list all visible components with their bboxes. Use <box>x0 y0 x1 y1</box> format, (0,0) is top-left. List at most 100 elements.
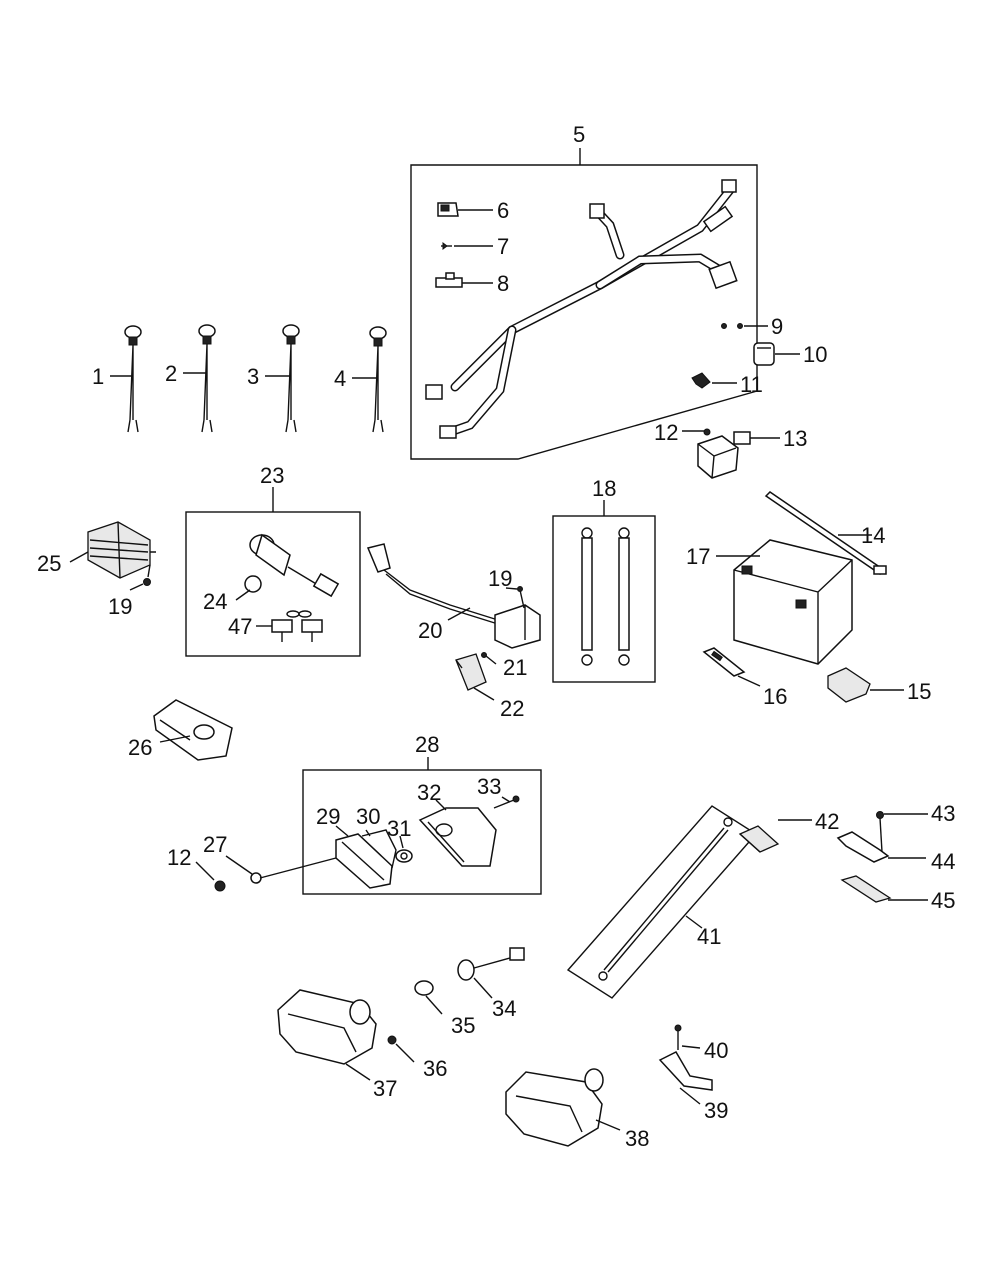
callout-27: 27 <box>203 832 227 857</box>
part-27-washer <box>250 872 262 884</box>
part-25-voltage-regulator <box>87 521 156 579</box>
part-38-headlight-right <box>505 1068 604 1147</box>
callout-17: 17 <box>686 544 710 569</box>
callout-12b: 12 <box>167 845 191 870</box>
callout-33: 33 <box>477 774 501 799</box>
part-34-bulb-socket <box>457 947 525 981</box>
part-24-ring <box>244 575 262 593</box>
part-8-connector-block <box>435 272 463 288</box>
part-13-starter-relay <box>697 428 751 479</box>
callout-11: 11 <box>740 372 763 397</box>
part-47-keys <box>271 610 323 642</box>
callout-19b: 19 <box>488 566 512 591</box>
part-41-cable <box>598 817 733 981</box>
part-33-screw <box>493 795 520 809</box>
callout-20: 20 <box>418 618 442 643</box>
part-9-screws <box>721 323 743 329</box>
part-39-bracket <box>658 1051 713 1091</box>
part-3-sensor-wire <box>282 324 300 433</box>
callout-23: 23 <box>260 463 284 488</box>
part-19b-bolt <box>517 586 525 609</box>
box-28 <box>302 769 542 895</box>
part-15-foam <box>827 667 871 703</box>
callout-12a: 12 <box>654 420 678 445</box>
callout-2: 2 <box>165 361 177 386</box>
callout-9: 9 <box>771 314 783 339</box>
callout-36: 36 <box>423 1056 447 1081</box>
part-42-connector <box>738 825 780 853</box>
part-17-battery <box>733 539 853 665</box>
part-23-ignition-switch <box>249 533 340 598</box>
part-6-connector <box>437 202 459 217</box>
callout-37: 37 <box>373 1076 397 1101</box>
part-20-ignition-coil <box>366 543 541 649</box>
callout-34: 34 <box>492 996 516 1021</box>
leader-25 <box>69 551 89 563</box>
tail-light-pointer <box>259 857 337 879</box>
callout-43: 43 <box>931 801 955 826</box>
part-21-bolt <box>481 652 487 658</box>
callout-28: 28 <box>415 732 439 757</box>
callout-22: 22 <box>500 696 524 721</box>
callout-8: 8 <box>497 271 509 296</box>
part-12b-nut <box>214 880 226 892</box>
callout-45: 45 <box>931 888 955 913</box>
callout-10: 10 <box>803 342 827 367</box>
callout-25: 25 <box>37 551 61 576</box>
part-30-gasket <box>361 829 397 869</box>
box-18 <box>552 515 656 683</box>
part-31-bulb <box>395 849 413 863</box>
part-32-tail-lamp-body <box>418 807 497 867</box>
part-10-cover <box>753 342 775 366</box>
callout-42: 42 <box>815 809 839 834</box>
callout-38: 38 <box>625 1126 649 1151</box>
part-5-main-wire-harness <box>425 179 738 439</box>
part-14-strap <box>764 491 887 575</box>
part-1-sensor-wire <box>124 325 142 433</box>
part-26-cover <box>153 699 233 761</box>
callout-40: 40 <box>704 1038 728 1063</box>
callout-30: 30 <box>356 804 380 829</box>
part-43-bolt <box>876 811 884 853</box>
callout-4: 4 <box>334 366 346 391</box>
callout-44: 44 <box>931 849 955 874</box>
callout-6: 6 <box>497 198 509 223</box>
part-29-lens-housing <box>335 833 393 889</box>
callout-35: 35 <box>451 1013 475 1038</box>
part-22-bracket <box>455 653 487 691</box>
callout-31: 31 <box>387 816 411 841</box>
callout-14: 14 <box>861 523 885 548</box>
callout-5: 5 <box>573 122 585 147</box>
callout-15: 15 <box>907 679 931 704</box>
callout-7: 7 <box>497 234 509 259</box>
part-45-pad <box>840 875 892 903</box>
callout-19a: 19 <box>108 594 132 619</box>
part-40-bolt <box>674 1024 682 1050</box>
part-44-bracket <box>836 831 890 863</box>
callout-24: 24 <box>203 589 227 614</box>
callout-16: 16 <box>763 684 787 709</box>
part-18-battery-cables <box>581 527 630 666</box>
box-main-harness <box>410 164 758 460</box>
callout-13: 13 <box>783 426 807 451</box>
callout-1: 1 <box>92 364 104 389</box>
callout-26: 26 <box>128 735 152 760</box>
callout-18: 18 <box>592 476 616 501</box>
callout-3: 3 <box>247 364 259 389</box>
part-37-headlight-left <box>277 989 377 1065</box>
part-36-screw <box>387 1035 397 1045</box>
part-4-sensor-wire <box>369 326 387 433</box>
callout-39: 39 <box>704 1098 728 1123</box>
part-19a-bolt <box>143 578 151 586</box>
part-16-pad <box>702 647 746 677</box>
callout-32: 32 <box>417 780 441 805</box>
callout-47: 47 <box>228 614 252 639</box>
part-2-sensor-wire <box>198 324 216 433</box>
part-11-clip <box>691 372 711 389</box>
part-35-bulb <box>414 980 434 996</box>
callout-29: 29 <box>316 804 340 829</box>
part-7-terminal <box>441 242 452 250</box>
callout-21: 21 <box>503 655 527 680</box>
leader-20 <box>447 607 471 621</box>
